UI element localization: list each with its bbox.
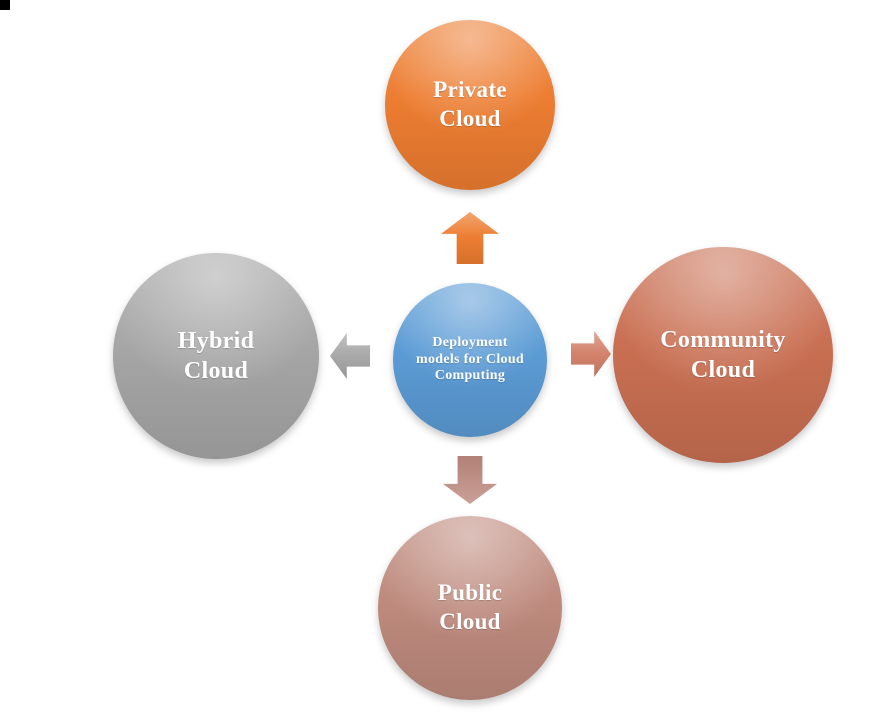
corner-artifact: [0, 0, 10, 10]
arrow-right-icon: [571, 331, 611, 377]
node-hybrid-cloud: Hybrid Cloud: [113, 253, 319, 459]
arrow-down-icon: [443, 456, 497, 504]
node-hybrid-cloud-label: Hybrid Cloud: [177, 328, 255, 384]
node-private-cloud: Private Cloud: [385, 20, 555, 190]
arrow-up-icon: [441, 212, 499, 264]
node-community-cloud-label: Community Cloud: [660, 327, 786, 383]
arrow-left-icon: [330, 333, 370, 379]
node-private-cloud-label: Private Cloud: [433, 77, 507, 131]
node-public-cloud-label: Public Cloud: [437, 580, 503, 634]
node-center-label: Deployment models for Cloud Computing: [416, 334, 524, 384]
node-community-cloud: Community Cloud: [613, 247, 833, 463]
node-center-deployment-models: Deployment models for Cloud Computing: [393, 283, 547, 437]
node-public-cloud: Public Cloud: [378, 516, 562, 700]
